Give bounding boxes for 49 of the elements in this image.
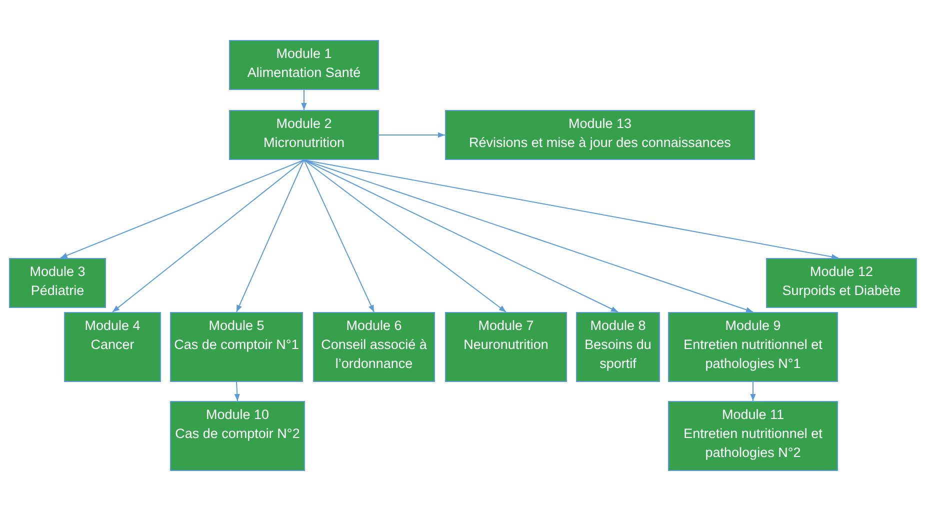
- module-number: Module 7: [478, 317, 534, 335]
- module-title: Neuronutrition: [464, 336, 548, 354]
- module-box: [668, 401, 838, 471]
- module-box: [9, 258, 106, 308]
- arrow: [112, 160, 304, 312]
- module-number: Module 5: [208, 317, 264, 335]
- module-number: Module 6: [346, 317, 402, 335]
- module-number: Module 13: [568, 115, 632, 133]
- module-box: [313, 312, 435, 382]
- module-number: Module 12: [810, 263, 874, 281]
- arrow: [60, 160, 304, 258]
- module-title: Micronutrition: [263, 134, 345, 152]
- module-title: Cas de comptoir N°2: [175, 425, 300, 443]
- module-title: Conseil associé à l’ordonnance: [320, 336, 428, 373]
- module-box: [64, 312, 161, 382]
- arrow: [234, 382, 240, 402]
- module-number: Module 1: [276, 45, 332, 63]
- arrow: [236, 160, 304, 312]
- module-number: Module 9: [725, 317, 781, 335]
- module-number: Module 8: [590, 317, 646, 335]
- arrow: [304, 160, 374, 312]
- module-box: [170, 312, 303, 382]
- module-title: Cas de comptoir N°1: [174, 336, 299, 354]
- module-box: [229, 40, 379, 90]
- module-title: Cancer: [90, 336, 134, 354]
- module-box: [445, 110, 755, 160]
- module-number: Module 11: [722, 406, 784, 424]
- module-title: Entretien nutritionnel et pathologies N°1: [682, 336, 824, 373]
- arrow: [750, 382, 756, 402]
- module-box: [170, 401, 305, 471]
- module-title: Alimentation Santé: [247, 64, 361, 82]
- module-box: [445, 312, 567, 382]
- arrow: [301, 90, 307, 110]
- arrow: [304, 160, 618, 312]
- module-number: Module 4: [84, 317, 140, 335]
- module-title: Pédiatrie: [30, 282, 84, 300]
- arrow: [304, 160, 506, 312]
- module-title: Révisions et mise à jour des connaissances: [469, 134, 731, 152]
- module-number: Module 3: [30, 263, 86, 281]
- module-number: Module 2: [276, 115, 332, 133]
- module-title: Entretien nutritionnel et pathologies N°2: [682, 425, 824, 462]
- arrow: [378, 132, 446, 138]
- module-box: [766, 258, 917, 308]
- module-box: [229, 110, 379, 160]
- module-box: [668, 312, 838, 382]
- module-number: Module 10: [206, 406, 270, 424]
- module-title: Surpoids et Diabète: [782, 282, 901, 300]
- module-title: Besoins du sportif: [584, 336, 652, 373]
- module-box: [576, 312, 660, 382]
